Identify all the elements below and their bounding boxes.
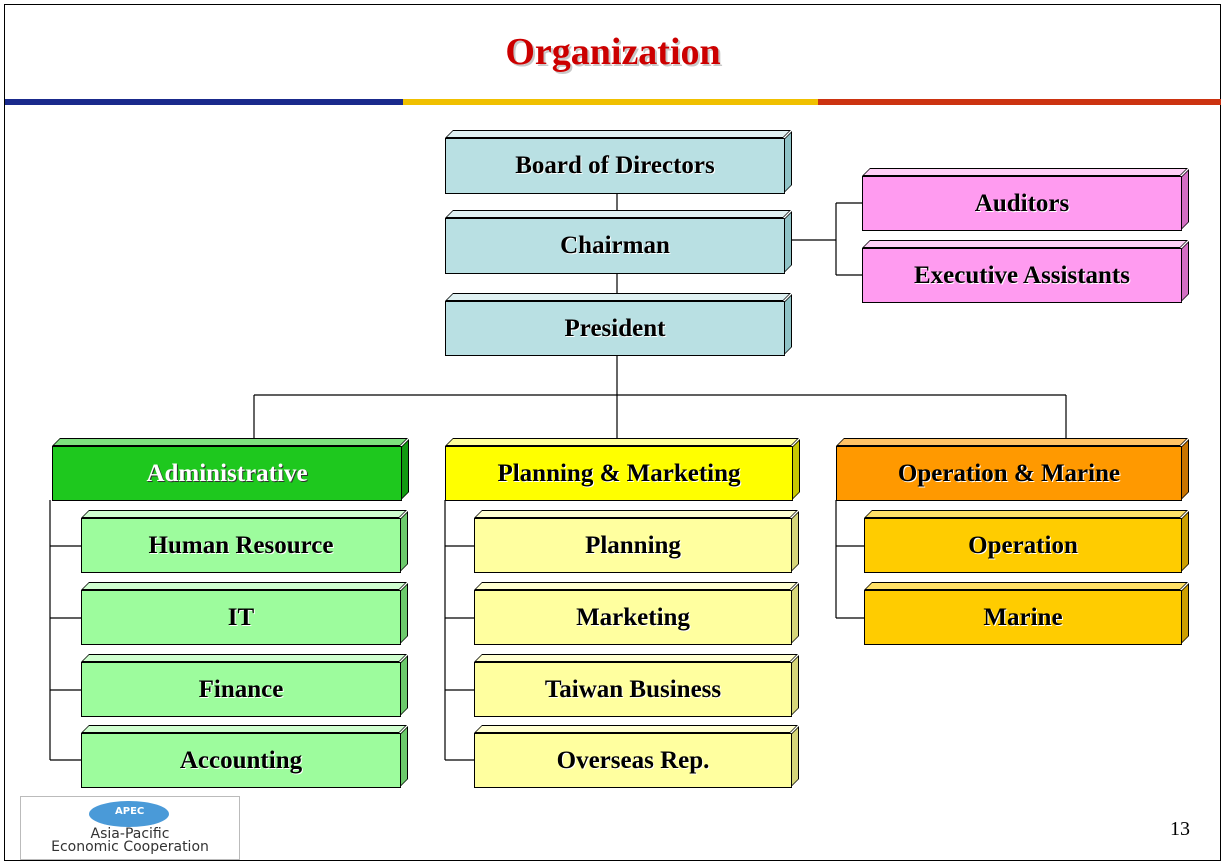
department-header-operation-marine: Operation & Marine	[836, 438, 1189, 501]
unit-planning-box: Planning	[474, 510, 799, 573]
unit-finance-box: Finance	[81, 654, 408, 717]
board-of-directors-label: Board of Directors	[515, 152, 715, 179]
title-rule-middle	[403, 99, 818, 105]
unit-label: Overseas Rep.	[556, 746, 710, 774]
unit-label: Operation	[968, 531, 1078, 559]
logo-line-1: Asia-Pacific	[90, 826, 170, 842]
president-box: President	[445, 293, 792, 356]
unit-taiwan-business-box: Taiwan Business	[474, 654, 799, 717]
title-rule-right	[818, 99, 1221, 105]
unit-label: Planning	[585, 531, 681, 559]
unit-label: Finance	[198, 675, 284, 703]
page-number: 13	[1170, 818, 1190, 840]
department-label: Administrative	[146, 459, 308, 487]
globe-icon: APEC	[89, 801, 169, 827]
unit-label: Human Resource	[148, 531, 334, 559]
title-rule-left	[5, 99, 403, 105]
unit-label: Taiwan Business	[544, 675, 722, 703]
unit-label: Accounting	[179, 746, 303, 774]
executive-assistants-label: Executive Assistants	[914, 261, 1130, 289]
department-header-administrative: Administrative	[52, 438, 409, 501]
unit-overseas-rep-box: Overseas Rep.	[474, 725, 799, 788]
executive-assistants-box: Executive Assistants	[862, 240, 1189, 303]
unit-human-resource-box: Human Resource	[81, 510, 408, 573]
chairman-box: Chairman	[445, 210, 792, 274]
unit-operation-box: Operation	[864, 510, 1189, 573]
department-label: Planning & Marketing	[497, 459, 741, 487]
unit-label: Marketing	[576, 603, 690, 631]
unit-label: Marine	[983, 603, 1063, 631]
chairman-label: Chairman	[560, 232, 670, 259]
logo-line-2: Economic Cooperation	[51, 839, 209, 855]
auditors-box: Auditors	[862, 168, 1189, 231]
unit-accounting-box: Accounting	[81, 725, 408, 788]
slide-frame	[4, 4, 1221, 861]
unit-label: IT	[227, 603, 255, 631]
slide-title: Organization	[505, 31, 721, 73]
apec-logo: APEC Asia-Pacific Economic Cooperation	[20, 796, 240, 860]
department-header-planning-marketing: Planning & Marketing	[445, 438, 800, 501]
unit-it-box: IT	[81, 582, 408, 645]
board-of-directors-box: Board of Directors	[445, 130, 792, 194]
president-label: President	[564, 314, 666, 342]
unit-marketing-box: Marketing	[474, 582, 799, 645]
auditors-label: Auditors	[974, 189, 1070, 217]
apec-badge-text: APEC	[115, 806, 145, 817]
department-label: Operation & Marine	[897, 459, 1121, 487]
unit-marine-box: Marine	[864, 582, 1189, 645]
